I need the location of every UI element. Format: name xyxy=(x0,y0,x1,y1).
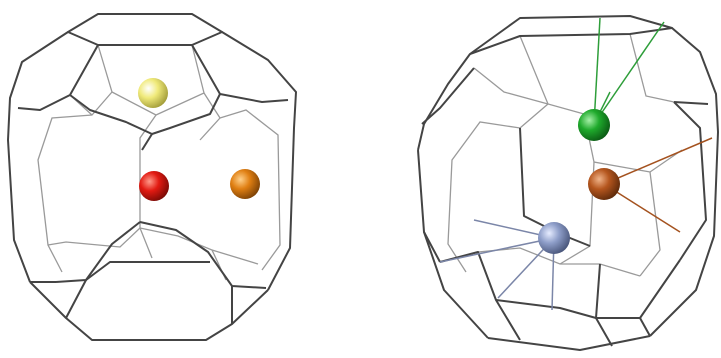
brown-bonds xyxy=(604,138,712,232)
right-cage-front-edges xyxy=(418,16,718,350)
green-atom xyxy=(578,109,610,141)
orange-atom xyxy=(230,169,260,199)
blue-bonds xyxy=(440,220,554,310)
red-atom xyxy=(139,171,169,201)
left-cage xyxy=(8,14,296,340)
blue-atom xyxy=(538,222,570,254)
brown-atom xyxy=(588,168,620,200)
right-cage xyxy=(418,16,718,350)
yellow-atom xyxy=(138,78,168,108)
